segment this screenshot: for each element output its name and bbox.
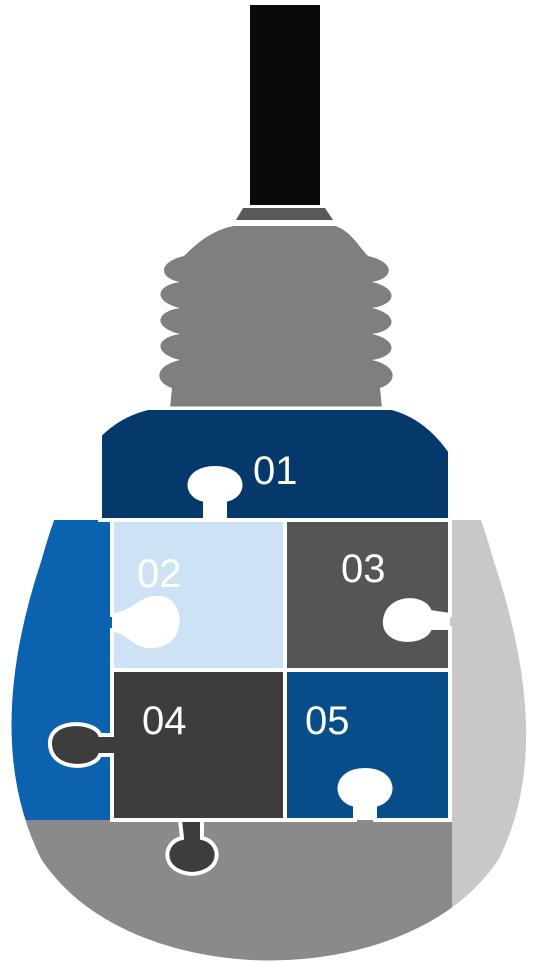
- puzzle-piece-05: [285, 670, 450, 820]
- power-cord: [250, 5, 320, 205]
- bulb-right-light: [450, 520, 533, 963]
- bulb-left-blue: [0, 520, 112, 820]
- screw-base: [159, 226, 392, 408]
- piece-label-02: 02: [137, 552, 182, 596]
- puzzle-piece-03: [285, 520, 450, 670]
- socket-ring: [236, 208, 333, 220]
- piece-label-01: 01: [253, 449, 298, 493]
- piece-label-05: 05: [305, 699, 350, 743]
- piece-label-04: 04: [142, 699, 187, 743]
- piece-label-03: 03: [341, 547, 386, 591]
